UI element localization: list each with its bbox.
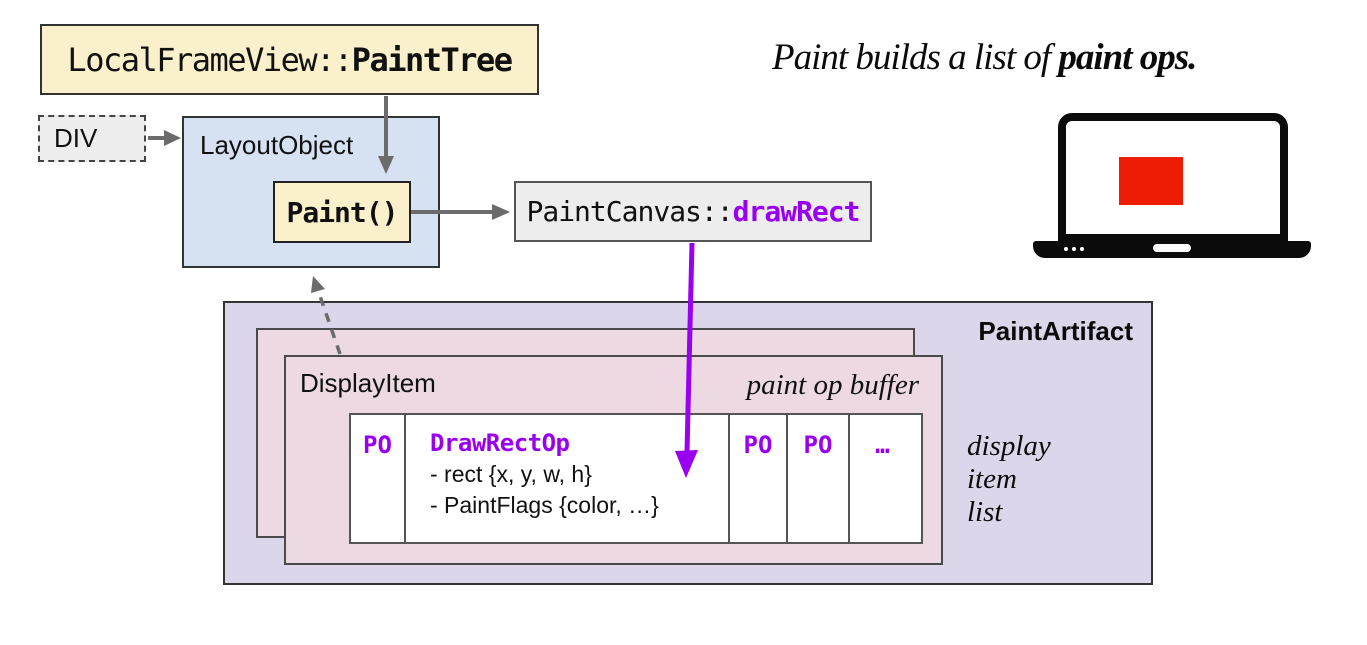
local-frame-view-box: LocalFrameView::PaintTree bbox=[40, 24, 539, 95]
laptop-dot-icon bbox=[1080, 247, 1084, 251]
paint-function-label: Paint() bbox=[286, 195, 398, 229]
paint-artifact-title: PaintArtifact bbox=[978, 316, 1133, 346]
div-node-box: DIV bbox=[38, 115, 146, 162]
layout-object-label: LayoutObject bbox=[200, 130, 354, 160]
note-line: display bbox=[967, 430, 1051, 462]
draw-rect-op-rect-line: - rect {x, y, w, h} bbox=[430, 461, 592, 487]
display-item-label: DisplayItem bbox=[300, 368, 436, 398]
paint-op-buffer-label: paint op buffer bbox=[746, 369, 919, 401]
headline-regular: Paint builds a list of bbox=[772, 37, 1059, 78]
local-frame-view-label: LocalFrameView:: bbox=[67, 40, 353, 79]
headline: Paint builds a list of paint ops. bbox=[772, 36, 1197, 79]
paint-op-cell: PO bbox=[788, 415, 850, 542]
paint-function-box: Paint() bbox=[273, 181, 411, 243]
draw-rect-label: drawRect bbox=[732, 195, 861, 228]
div-to-layout-object-arrow bbox=[148, 130, 181, 146]
draw-rect-op-title: DrawRectOp bbox=[430, 429, 570, 457]
headline-bold: paint ops. bbox=[1058, 37, 1197, 78]
paint-op-buffer-table: PO DrawRectOp - rect {x, y, w, h} - Pain… bbox=[349, 413, 923, 544]
draw-rect-op-flags-line: - PaintFlags {color, …} bbox=[430, 492, 659, 518]
laptop-icon bbox=[1058, 113, 1288, 242]
note-line: list bbox=[967, 496, 1003, 528]
ellipsis-label: … bbox=[875, 431, 890, 459]
div-label: DIV bbox=[54, 123, 98, 153]
paint-canvas-label: PaintCanvas:: bbox=[526, 195, 733, 228]
paint-canvas-box: PaintCanvas::drawRect bbox=[514, 181, 872, 242]
paint-op-label: PO bbox=[743, 431, 773, 459]
paint-op-cell: PO bbox=[730, 415, 788, 542]
paint-tree-label: PaintTree bbox=[351, 40, 513, 79]
painted-red-rect bbox=[1119, 157, 1183, 205]
laptop-dot-icon bbox=[1064, 247, 1068, 251]
paint-op-label: PO bbox=[363, 431, 392, 459]
paint-op-more-cell: … bbox=[850, 415, 915, 542]
paint-op-label: PO bbox=[803, 431, 833, 459]
laptop-notch bbox=[1153, 244, 1191, 252]
display-item-list-note: display item list bbox=[967, 430, 1051, 529]
draw-rect-op-cell: DrawRectOp - rect {x, y, w, h} - PaintFl… bbox=[406, 415, 730, 542]
laptop-dot-icon bbox=[1072, 247, 1076, 251]
laptop-base bbox=[1033, 241, 1311, 258]
note-line: item bbox=[967, 463, 1017, 495]
paint-op-cell: PO bbox=[351, 415, 406, 542]
